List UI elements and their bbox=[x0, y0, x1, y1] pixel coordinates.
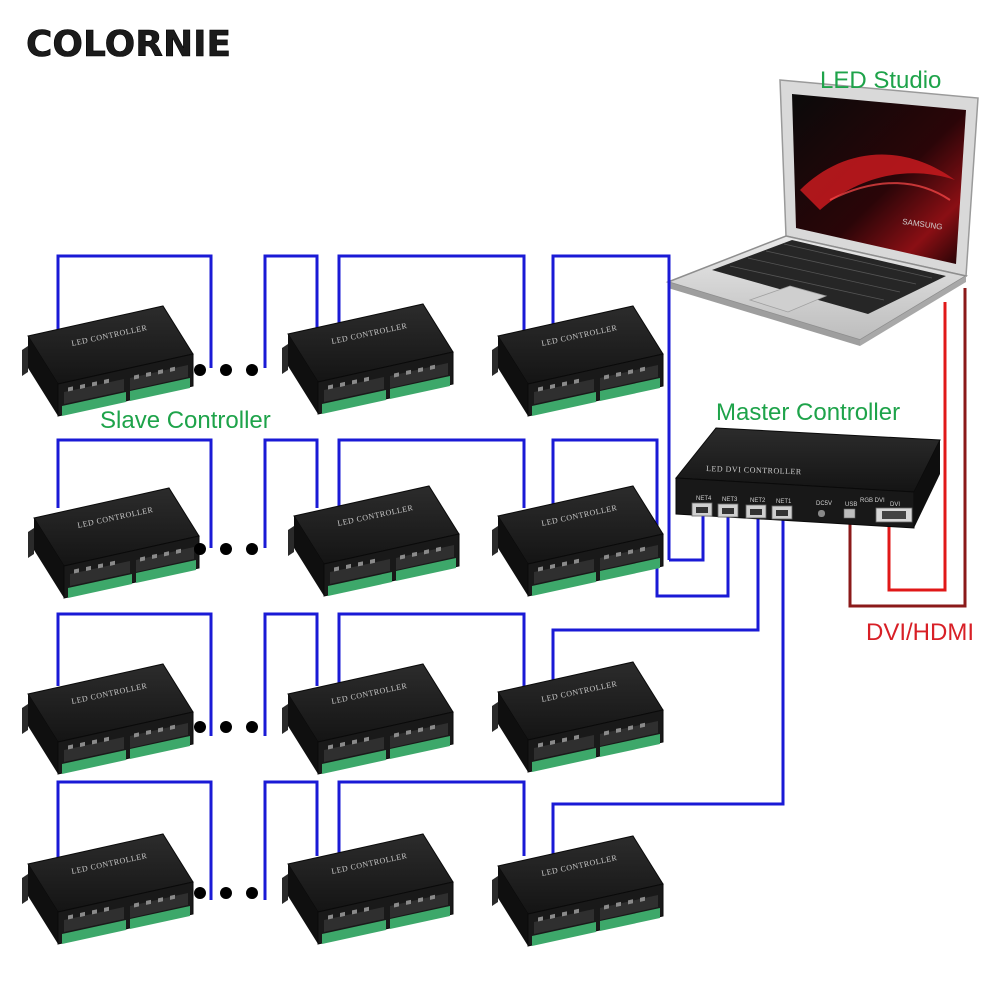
usb-cable-line bbox=[848, 288, 967, 608]
data-line-r2-a bbox=[56, 438, 213, 548]
data-line-r1-to-net4 bbox=[551, 254, 671, 560]
controller-icon: LED CONTROLLER bbox=[491, 661, 664, 773]
data-line-r2-c bbox=[337, 438, 526, 508]
data-line-r4-c bbox=[337, 780, 526, 856]
video-cable-label: DVI/HDMI bbox=[866, 619, 974, 646]
master-controller-label: Master Controller bbox=[716, 399, 900, 426]
data-line-r4-to-net1 bbox=[551, 510, 785, 858]
slave-controller-label: Slave Controller bbox=[100, 407, 271, 434]
laptop-icon: SAMSUNG bbox=[665, 79, 979, 346]
port-label-net1: NET1 bbox=[776, 499, 792, 505]
controller-icon: LED CONTROLLER bbox=[21, 663, 194, 775]
controller-icon: LED CONTROLLER bbox=[287, 485, 460, 597]
data-line-r1-b bbox=[263, 254, 319, 368]
data-line-r4-a bbox=[56, 780, 213, 900]
data-line-r3-b bbox=[263, 612, 319, 736]
data-line-r2-to-net3 bbox=[551, 438, 730, 598]
data-line-net4-drop bbox=[669, 510, 705, 562]
data-line-r1-a bbox=[56, 254, 213, 368]
controller-icon: LED CONTROLLER bbox=[491, 485, 664, 597]
data-line-r1-c bbox=[337, 254, 526, 330]
port-label-usb: USB bbox=[845, 502, 857, 508]
controller-icon: LED CONTROLLER bbox=[21, 833, 194, 945]
master-controller-icon: LED DVI CONTROLLER NET4 NET3 NET2 NET1 D… bbox=[675, 427, 941, 529]
controller-icon: LED CONTROLLER bbox=[491, 305, 664, 417]
port-label-dc5v: DC5V bbox=[816, 501, 832, 507]
port-label-dvi: DVI bbox=[890, 502, 900, 508]
brand-logo: COLORNIE bbox=[26, 24, 231, 65]
ellipsis-dots bbox=[194, 364, 258, 899]
port-label-net4: NET4 bbox=[696, 496, 712, 502]
port-label-net3: NET3 bbox=[722, 497, 738, 503]
controller-icon: LED CONTROLLER bbox=[491, 835, 664, 947]
slave-grid: LED CONTROLLER LED CONTROLLER LED CONTRO… bbox=[21, 303, 664, 947]
software-label: LED Studio bbox=[820, 67, 941, 94]
data-line-r3-a bbox=[56, 612, 213, 736]
port-label-rgb-dvi: RGB DVI bbox=[860, 498, 885, 504]
controller-icon: LED CONTROLLER bbox=[281, 303, 454, 415]
controller-icon: LED CONTROLLER bbox=[27, 487, 200, 599]
controller-icon: LED CONTROLLER bbox=[281, 833, 454, 945]
master-faceplate-text: LED DVI CONTROLLER bbox=[706, 464, 802, 476]
data-line-r2-b bbox=[263, 438, 319, 548]
dvi-cable-line bbox=[887, 302, 947, 592]
data-line-r4-b bbox=[263, 780, 319, 900]
ethernet-port-icon bbox=[691, 502, 793, 520]
data-line-r3-to-net2 bbox=[551, 510, 760, 684]
controller-icon: LED CONTROLLER bbox=[21, 305, 194, 417]
port-label-net2: NET2 bbox=[750, 498, 766, 504]
dvi-port-icon bbox=[875, 507, 913, 523]
controller-icon: LED CONTROLLER bbox=[281, 663, 454, 775]
power-port-icon bbox=[818, 510, 825, 517]
data-cable-lines bbox=[56, 254, 785, 900]
usb-port-icon bbox=[843, 508, 856, 519]
data-line-r3-c bbox=[337, 612, 526, 686]
